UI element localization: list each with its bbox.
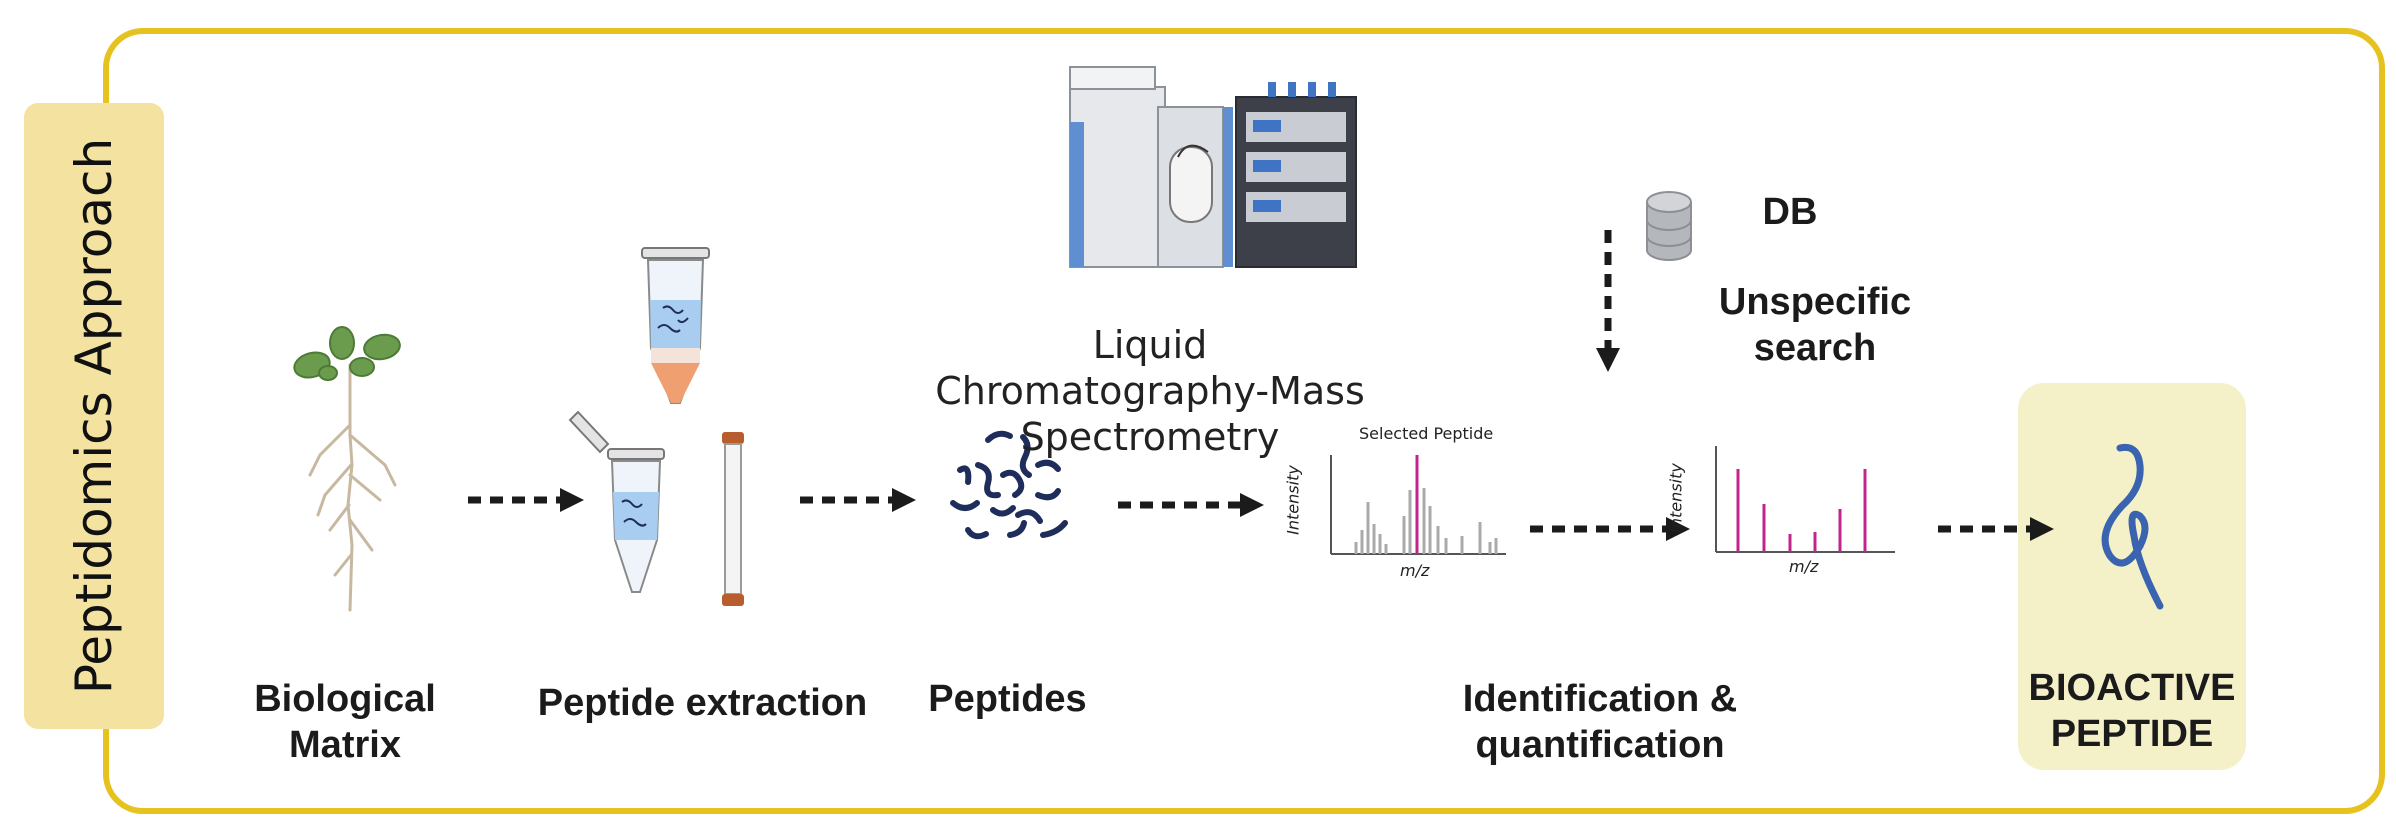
side-title-panel: [24, 103, 164, 729]
biological-matrix-label: Biological Matrix: [254, 678, 436, 766]
side-title: Peptidomics Approach: [65, 137, 123, 695]
peptides-icon: [950, 430, 1068, 540]
db-label: DB: [1762, 191, 1818, 233]
arrow-1: [468, 488, 584, 512]
bioactive-peptide-icon: [2101, 443, 2164, 610]
arrow-2: [800, 488, 916, 512]
spectrum-2-chart: [1715, 446, 1895, 553]
plant-icon: [293, 326, 401, 612]
spe-cartridge-icon: [722, 432, 744, 606]
bioactive-peptide-label: BIOACTIVE PEPTIDE: [2028, 667, 2236, 755]
spectrum-1-xlabel: m/z: [1400, 561, 1430, 580]
arrow-db-down: [1596, 230, 1620, 372]
arrow-4: [1530, 517, 1690, 541]
database-icon: [1646, 191, 1692, 261]
sample-tube-icon: [641, 247, 710, 404]
spectrum-2-ylabel: Intensity: [1666, 463, 1686, 533]
lcms-label: Liquid Chromatography-Mass Spectrometry: [935, 323, 1365, 459]
spectrum-1-chart: [1330, 455, 1506, 555]
spectrum-1-annotation: Selected Peptide: [1359, 424, 1494, 443]
spectrum-1-ylabel: Intensity: [1283, 465, 1303, 535]
lcms-instrument-icon: [1069, 66, 1357, 268]
peptides-label: Peptides: [928, 678, 1087, 720]
spectrum-2-xlabel: m/z: [1789, 557, 1819, 576]
arrow-5: [1938, 517, 2054, 541]
identification-label: Identification & quantification: [1462, 678, 1738, 766]
unspecific-search-label: Unspecific search: [1718, 281, 1912, 369]
open-tube-icon: [568, 410, 665, 593]
peptide-extraction-label: Peptide extraction: [537, 682, 868, 724]
arrow-3: [1118, 493, 1264, 517]
